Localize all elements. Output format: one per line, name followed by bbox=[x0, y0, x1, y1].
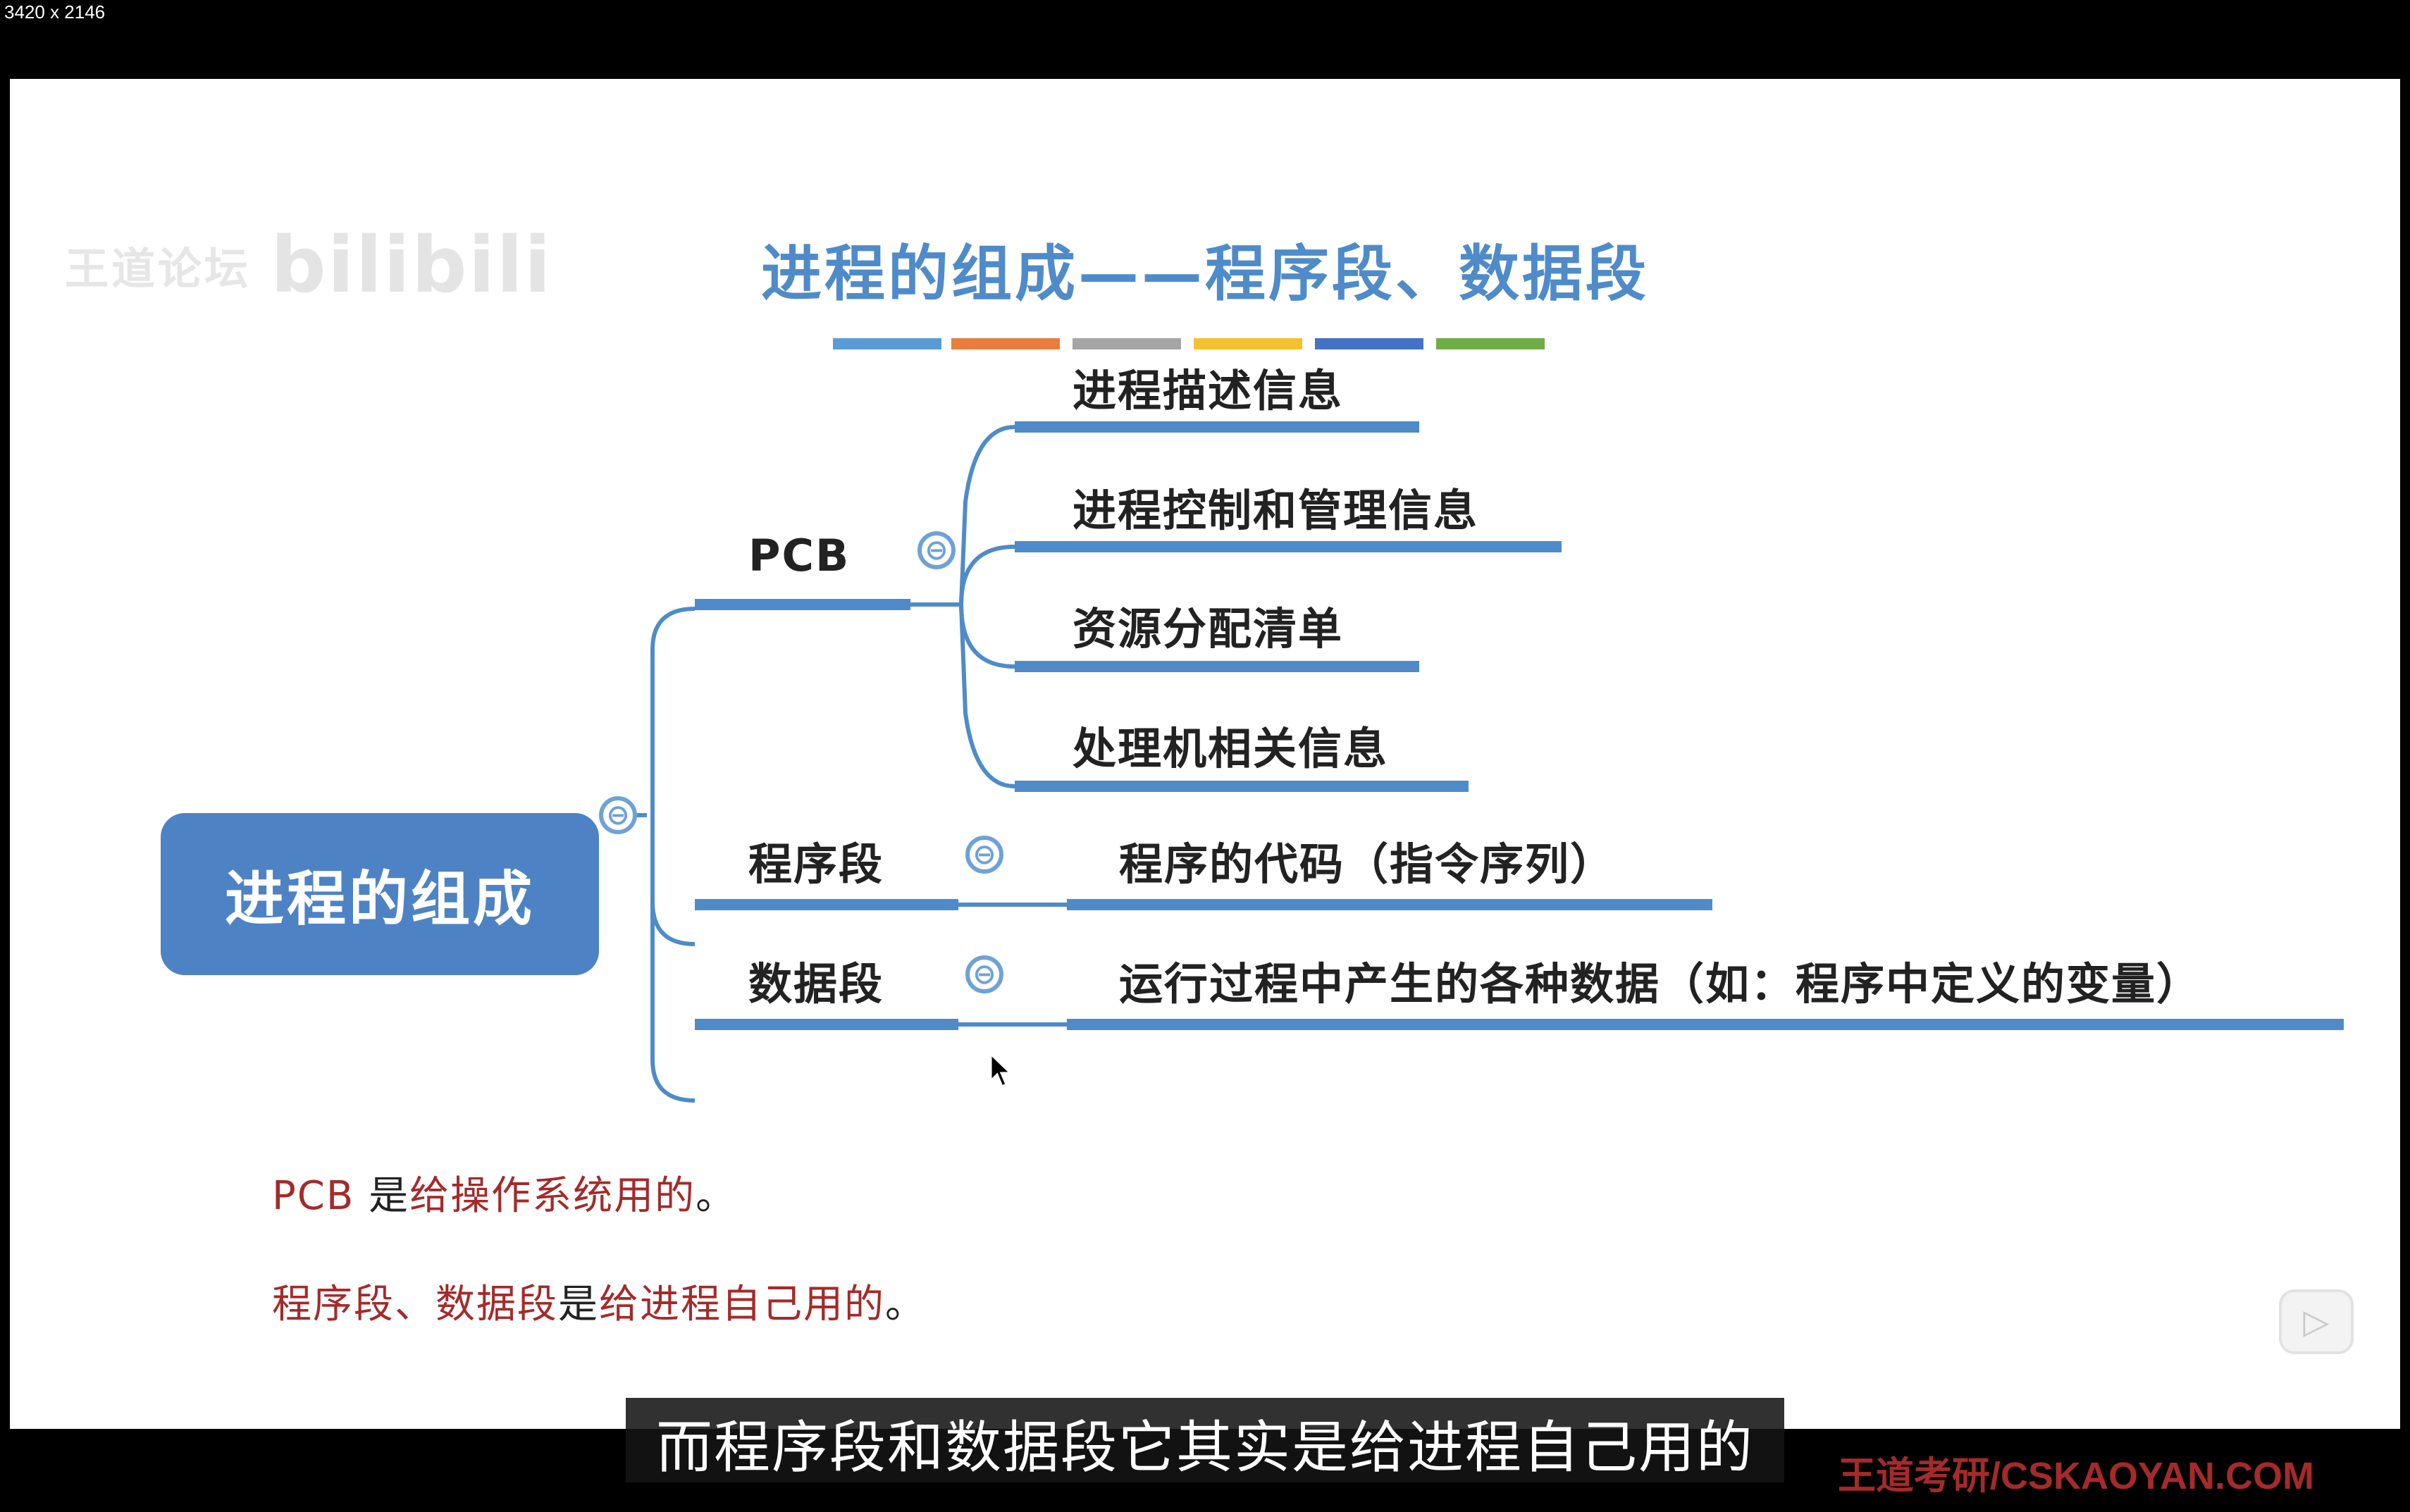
data-segment-child-1-underline bbox=[1067, 1019, 2344, 1030]
code-segment-child-1-underline bbox=[1067, 899, 1712, 910]
note-pcb: PCB 是给操作系统用的。 bbox=[272, 1164, 736, 1221]
note-segments-part-c: 给进程自己用的 bbox=[599, 1282, 885, 1327]
code-segment-child-1[interactable]: 程序的代码（指令序列） bbox=[1119, 838, 1616, 890]
note-pcb-part-b: 是 bbox=[354, 1173, 410, 1219]
pcb-collapse-icon[interactable]: ⊖ bbox=[917, 531, 956, 569]
watermark: 王道论坛 bilibili bbox=[65, 220, 552, 310]
branch-data-segment-label[interactable]: 数据段 bbox=[748, 958, 884, 1010]
pcb-child-4-underline bbox=[1015, 781, 1469, 792]
play-icon[interactable]: ▷ bbox=[2279, 1289, 2354, 1354]
color-segment-1 bbox=[833, 338, 941, 349]
note-segments-part-d: 。 bbox=[885, 1282, 926, 1327]
screenshot-size-label: 3420 x 2146 bbox=[4, 1, 106, 23]
bilibili-logo: bilibili bbox=[271, 220, 552, 310]
data-segment-collapse-icon[interactable]: ⊖ bbox=[965, 955, 1003, 993]
mouse-cursor-icon bbox=[989, 1053, 1013, 1089]
code-segment-collapse-icon[interactable]: ⊖ bbox=[965, 836, 1003, 874]
branch-data-segment-underline bbox=[695, 1019, 958, 1030]
root-collapse-icon[interactable]: ⊖ bbox=[599, 796, 637, 834]
watermark-site: 王道论坛 bbox=[65, 243, 252, 295]
pcb-child-2[interactable]: 进程控制和管理信息 bbox=[1073, 485, 1479, 536]
color-segment-4 bbox=[1194, 338, 1302, 349]
note-pcb-part-a: PCB bbox=[272, 1173, 355, 1219]
pcb-child-3-underline bbox=[1015, 661, 1419, 672]
footer-brand: 王道考研/CSKAOYAN.COM bbox=[1837, 1455, 2314, 1497]
pcb-child-1-underline bbox=[1015, 421, 1419, 433]
branch-pcb-label[interactable]: PCB bbox=[748, 530, 851, 581]
subtitle-background bbox=[626, 1398, 1784, 1482]
mindmap-connectors bbox=[605, 425, 1067, 1103]
color-segment-3 bbox=[1073, 338, 1181, 349]
branch-code-segment-underline bbox=[695, 899, 958, 910]
pcb-child-1[interactable]: 进程描述信息 bbox=[1073, 365, 1344, 416]
color-segment-5 bbox=[1315, 338, 1423, 349]
slide-canvas: 王道论坛 bilibili 进程的组成——程序段、数据段 进程的组成 ⊖ PCB… bbox=[10, 79, 2400, 1497]
video-subtitle: 而程序段和数据段它其实是给进程自己用的 bbox=[656, 1415, 1754, 1480]
note-segments-part-a: 程序段、数据段 bbox=[272, 1282, 558, 1327]
data-segment-child-1[interactable]: 运行过程中产生的各种数据（如：程序中定义的变量） bbox=[1119, 958, 2202, 1010]
branch-pcb-underline bbox=[695, 599, 910, 610]
note-segments: 程序段、数据段是给进程自己用的。 bbox=[272, 1272, 926, 1330]
color-segment-2 bbox=[951, 338, 1060, 349]
pcb-child-3[interactable]: 资源分配清单 bbox=[1073, 603, 1344, 655]
note-segments-part-b: 是 bbox=[558, 1282, 599, 1327]
pcb-child-4[interactable]: 处理机相关信息 bbox=[1073, 723, 1389, 774]
color-segment-6 bbox=[1436, 338, 1545, 349]
root-node[interactable]: 进程的组成 bbox=[161, 813, 599, 975]
branch-code-segment-label[interactable]: 程序段 bbox=[748, 838, 884, 890]
pcb-child-2-underline bbox=[1015, 541, 1562, 552]
slide-title: 进程的组成——程序段、数据段 bbox=[761, 239, 1649, 309]
note-pcb-part-c: 给操作系统用的 bbox=[409, 1173, 696, 1219]
note-pcb-part-d: 。 bbox=[696, 1173, 737, 1219]
